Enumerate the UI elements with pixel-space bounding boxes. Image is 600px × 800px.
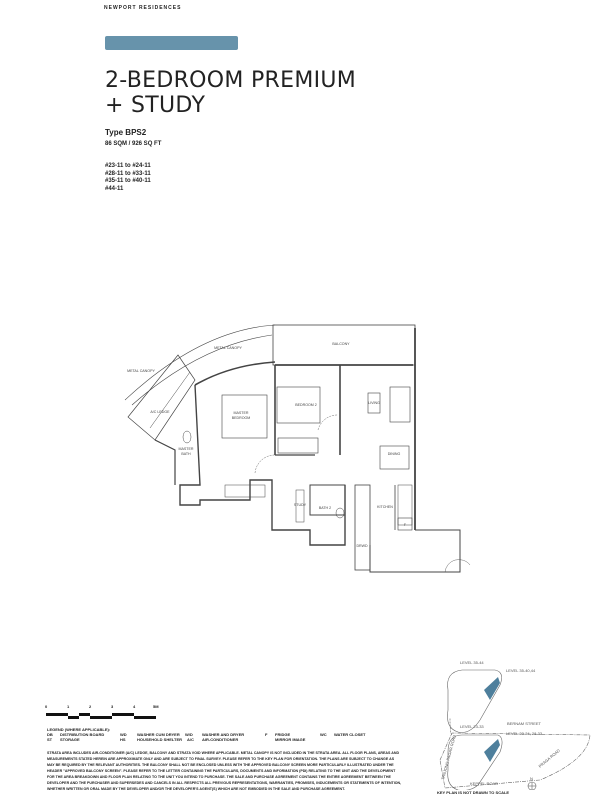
tv-console bbox=[367, 392, 381, 414]
label-metal-canopy: METAL CANOPY bbox=[127, 369, 155, 373]
key-plan-tower-bottom bbox=[447, 734, 503, 790]
master-bed bbox=[221, 394, 268, 439]
legend-label: STORAGE bbox=[60, 737, 80, 742]
title-line-1: 2-BEDROOM PREMIUM bbox=[105, 68, 357, 93]
sofa bbox=[389, 386, 411, 423]
label-balcony: BALCONY bbox=[332, 342, 350, 346]
label-master-bath: MASTER bbox=[179, 447, 194, 451]
ledge-railing bbox=[224, 484, 266, 498]
scale-tick: 3 bbox=[111, 704, 114, 709]
unit-list: #23-11 to #24-11 #28-11 to #33-11 #35-11… bbox=[105, 163, 151, 193]
label-living: LIVING bbox=[368, 401, 380, 405]
toilet bbox=[182, 430, 192, 444]
wardrobe bbox=[277, 437, 319, 454]
bedroom2-bed bbox=[276, 386, 321, 424]
dining-table bbox=[379, 445, 410, 470]
legend-code: A/C bbox=[187, 737, 194, 742]
legend: LEGEND (WHERE APPLICABLE): DB DISTRIBUTI… bbox=[47, 727, 447, 742]
unit-range: #23-11 to #24-11 bbox=[105, 163, 151, 169]
site-boundary bbox=[439, 732, 591, 789]
scale-bar: 0 1 2 3 4 5M bbox=[45, 704, 159, 724]
header-accent-bar bbox=[105, 36, 238, 50]
legend-code: HS bbox=[120, 737, 126, 742]
road-label: TANJONG PAGAR ROAD bbox=[440, 734, 457, 780]
label-master-bath: BATH bbox=[181, 452, 191, 456]
canopy-arc bbox=[124, 324, 276, 401]
legend-code: F bbox=[265, 732, 268, 737]
key-plan-unit-highlight bbox=[484, 677, 500, 700]
legend-code: W/D bbox=[185, 732, 193, 737]
unit-range: #44-11 bbox=[105, 185, 124, 192]
legend-label: AIR-CONDITIONER bbox=[202, 737, 239, 742]
ac-ledge-outline bbox=[127, 354, 196, 441]
key-plan-unit-highlight bbox=[484, 739, 500, 762]
disclaimer-text: Strata area includes air-conditioner (A/… bbox=[47, 751, 402, 791]
road-label: BERNAM STREET bbox=[507, 721, 542, 726]
brand-logo-text: NEWPORT RESIDENCES bbox=[104, 5, 182, 11]
fridge bbox=[397, 517, 413, 531]
key-plan-tower-top bbox=[447, 669, 502, 733]
scale-tick: 1 bbox=[67, 704, 70, 709]
legend-label: WATER CLOSET bbox=[334, 732, 366, 737]
key-label: LEVEL 23-24, 28-33 bbox=[506, 731, 543, 736]
road-label: KEPPEL ROAD bbox=[470, 781, 498, 786]
legend-label: HOUSEHOLD SHELTER bbox=[137, 737, 183, 742]
label-master-bedroom: BEDROOM bbox=[232, 416, 251, 420]
legend-title: LEGEND (WHERE APPLICABLE): bbox=[47, 727, 111, 732]
legend-label: DISTRIBUTION BOARD bbox=[60, 732, 105, 737]
label-bedroom-2: BEDROOM 2 bbox=[295, 403, 317, 407]
unit-area: 86 SQM / 926 SQ FT bbox=[105, 141, 162, 147]
legend-code: WD bbox=[120, 732, 127, 737]
label-dining: DINING bbox=[388, 452, 401, 456]
key-plan-note: KEY PLAN IS NOT DRAWN TO SCALE bbox=[437, 790, 510, 795]
unit-range: #28-11 to #33-11 bbox=[105, 170, 151, 177]
legend-label: MIRROR IMAGE bbox=[275, 737, 306, 742]
page-title: 2-BEDROOM PREMIUM + STUDY bbox=[105, 68, 356, 118]
label-fridge: F bbox=[404, 523, 407, 527]
key-label: LEVEL 23-33 bbox=[460, 724, 484, 729]
floor-plan: METAL CANOPY METAL CANOPY BALCONY A/C LE… bbox=[124, 324, 471, 573]
scale-tick: 0 bbox=[45, 704, 48, 709]
label-kitchen: KITCHEN bbox=[377, 505, 393, 509]
key-plan: LEVEL 35-44 LEVEL 35-40,44 LEVEL 23-33 L… bbox=[439, 660, 591, 790]
legend-code: ST bbox=[47, 737, 53, 742]
legend-label: FRIDGE bbox=[275, 732, 291, 737]
label-ac-ledge: A/C LEDGE bbox=[150, 410, 170, 414]
label-dry-kitchen: DRWD bbox=[356, 544, 368, 548]
label-metal-canopy: METAL CANOPY bbox=[214, 346, 242, 350]
legend-label: WASHER CUM DRYER bbox=[137, 732, 180, 737]
legend-label: WASHER AND DRYER bbox=[202, 732, 245, 737]
title-line-2: + STUDY bbox=[105, 93, 206, 118]
scale-tick: 2 bbox=[89, 704, 92, 709]
scale-tick: 4 bbox=[133, 704, 136, 709]
unit-type: Type BPS2 bbox=[105, 128, 147, 137]
legend-code: WC bbox=[320, 732, 327, 737]
label-master-bedroom: MASTER bbox=[234, 411, 249, 415]
legend-code: DB bbox=[47, 732, 53, 737]
road-label: PRAGA ROAD bbox=[537, 748, 561, 769]
key-label: LEVEL 35-40,44 bbox=[506, 668, 536, 673]
label-bath-2: BATH 2 bbox=[319, 506, 331, 510]
scale-tick: 5M bbox=[153, 704, 159, 709]
label-study: STUDY bbox=[294, 503, 307, 507]
key-label: LEVEL 35-44 bbox=[460, 660, 484, 665]
unit-range: #35-11 to #40-11 bbox=[105, 178, 151, 184]
north-label: N bbox=[530, 776, 533, 781]
